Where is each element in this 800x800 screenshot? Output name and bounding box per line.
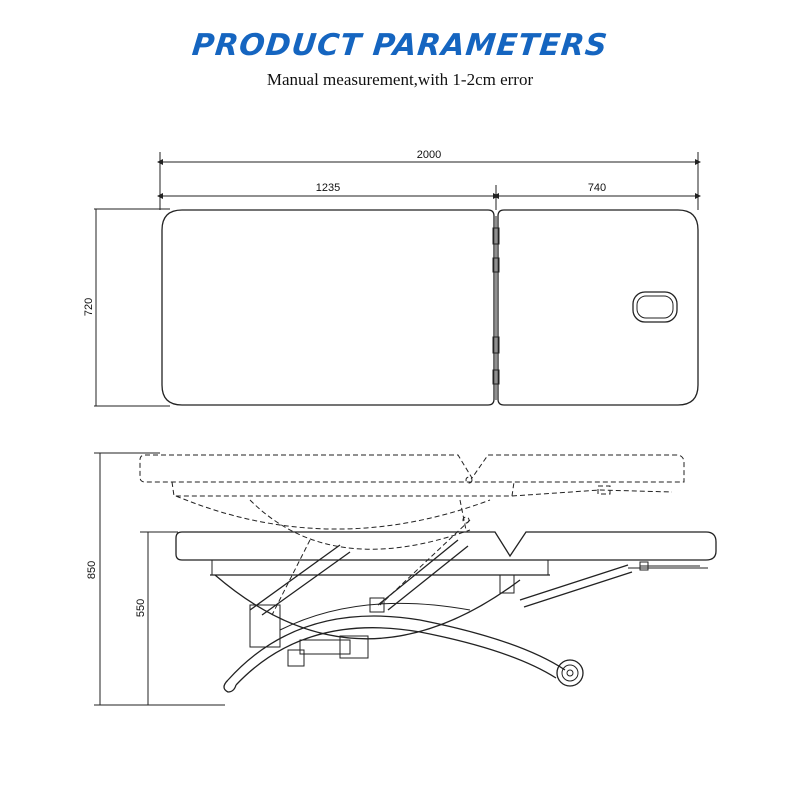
dimension-min-height: 550 xyxy=(135,531,178,705)
raised-table-dashed xyxy=(139,454,685,616)
dimension-max-height: 850 xyxy=(86,452,225,706)
hinge-icon xyxy=(492,216,500,400)
dimension-body-length-label: 1235 xyxy=(316,182,340,194)
lowered-table-solid xyxy=(175,531,717,608)
dimension-max-height-label: 850 xyxy=(86,561,98,579)
side-view: 850 550 xyxy=(86,452,717,706)
dimension-width: 720 xyxy=(83,208,170,407)
body-cushion-top xyxy=(161,209,495,406)
dimension-total-length: 2000 xyxy=(157,149,701,210)
dimension-body-length: 1235 xyxy=(157,182,499,210)
top-view: 2000 1235 740 720 xyxy=(83,149,701,407)
dimension-min-height-label: 550 xyxy=(135,599,147,617)
dimension-head-length: 740 xyxy=(493,182,701,199)
dimension-head-length-label: 740 xyxy=(588,182,606,194)
base-frame xyxy=(214,539,566,693)
page-subtitle: Manual measurement,with 1-2cm error xyxy=(266,70,534,89)
dimension-width-label: 720 xyxy=(83,298,95,316)
dimension-total-length-label: 2000 xyxy=(417,149,441,161)
face-hole xyxy=(632,291,678,323)
caster-wheel-icon xyxy=(556,659,584,687)
head-cushion-top xyxy=(497,209,699,406)
